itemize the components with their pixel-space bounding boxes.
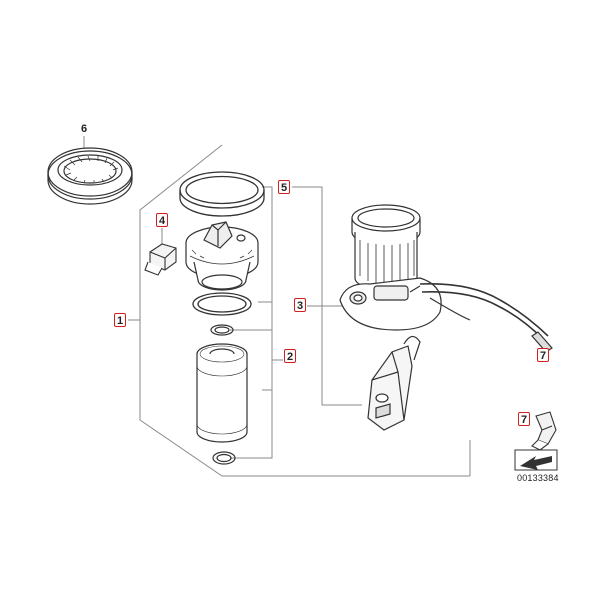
filter-cap-part bbox=[185, 221, 259, 291]
callout-2: 2 bbox=[284, 349, 296, 363]
reference-arrow-icon bbox=[514, 449, 558, 471]
callout-4: 4 bbox=[156, 213, 168, 227]
leader-lines bbox=[83, 135, 471, 477]
medium-o-ring-part bbox=[192, 292, 252, 316]
reference-code: 00133384 bbox=[517, 473, 559, 483]
filter-element-part bbox=[196, 343, 248, 443]
fuel-pump-assembly-part bbox=[339, 204, 553, 431]
large-o-ring-part bbox=[179, 171, 265, 217]
callout-3: 3 bbox=[294, 298, 306, 312]
small-o-ring-upper-part bbox=[210, 324, 234, 336]
detail-clip-part bbox=[531, 411, 557, 451]
callout-5: 5 bbox=[278, 180, 290, 194]
callout-7-detail: 7 bbox=[518, 412, 530, 426]
callout-6: 6 bbox=[78, 122, 90, 136]
callout-1: 1 bbox=[114, 313, 126, 327]
retaining-ring-part bbox=[47, 147, 133, 205]
clip-part bbox=[144, 243, 177, 276]
small-o-ring-lower-part bbox=[212, 451, 236, 465]
callout-7-hose: 7 bbox=[537, 348, 549, 362]
